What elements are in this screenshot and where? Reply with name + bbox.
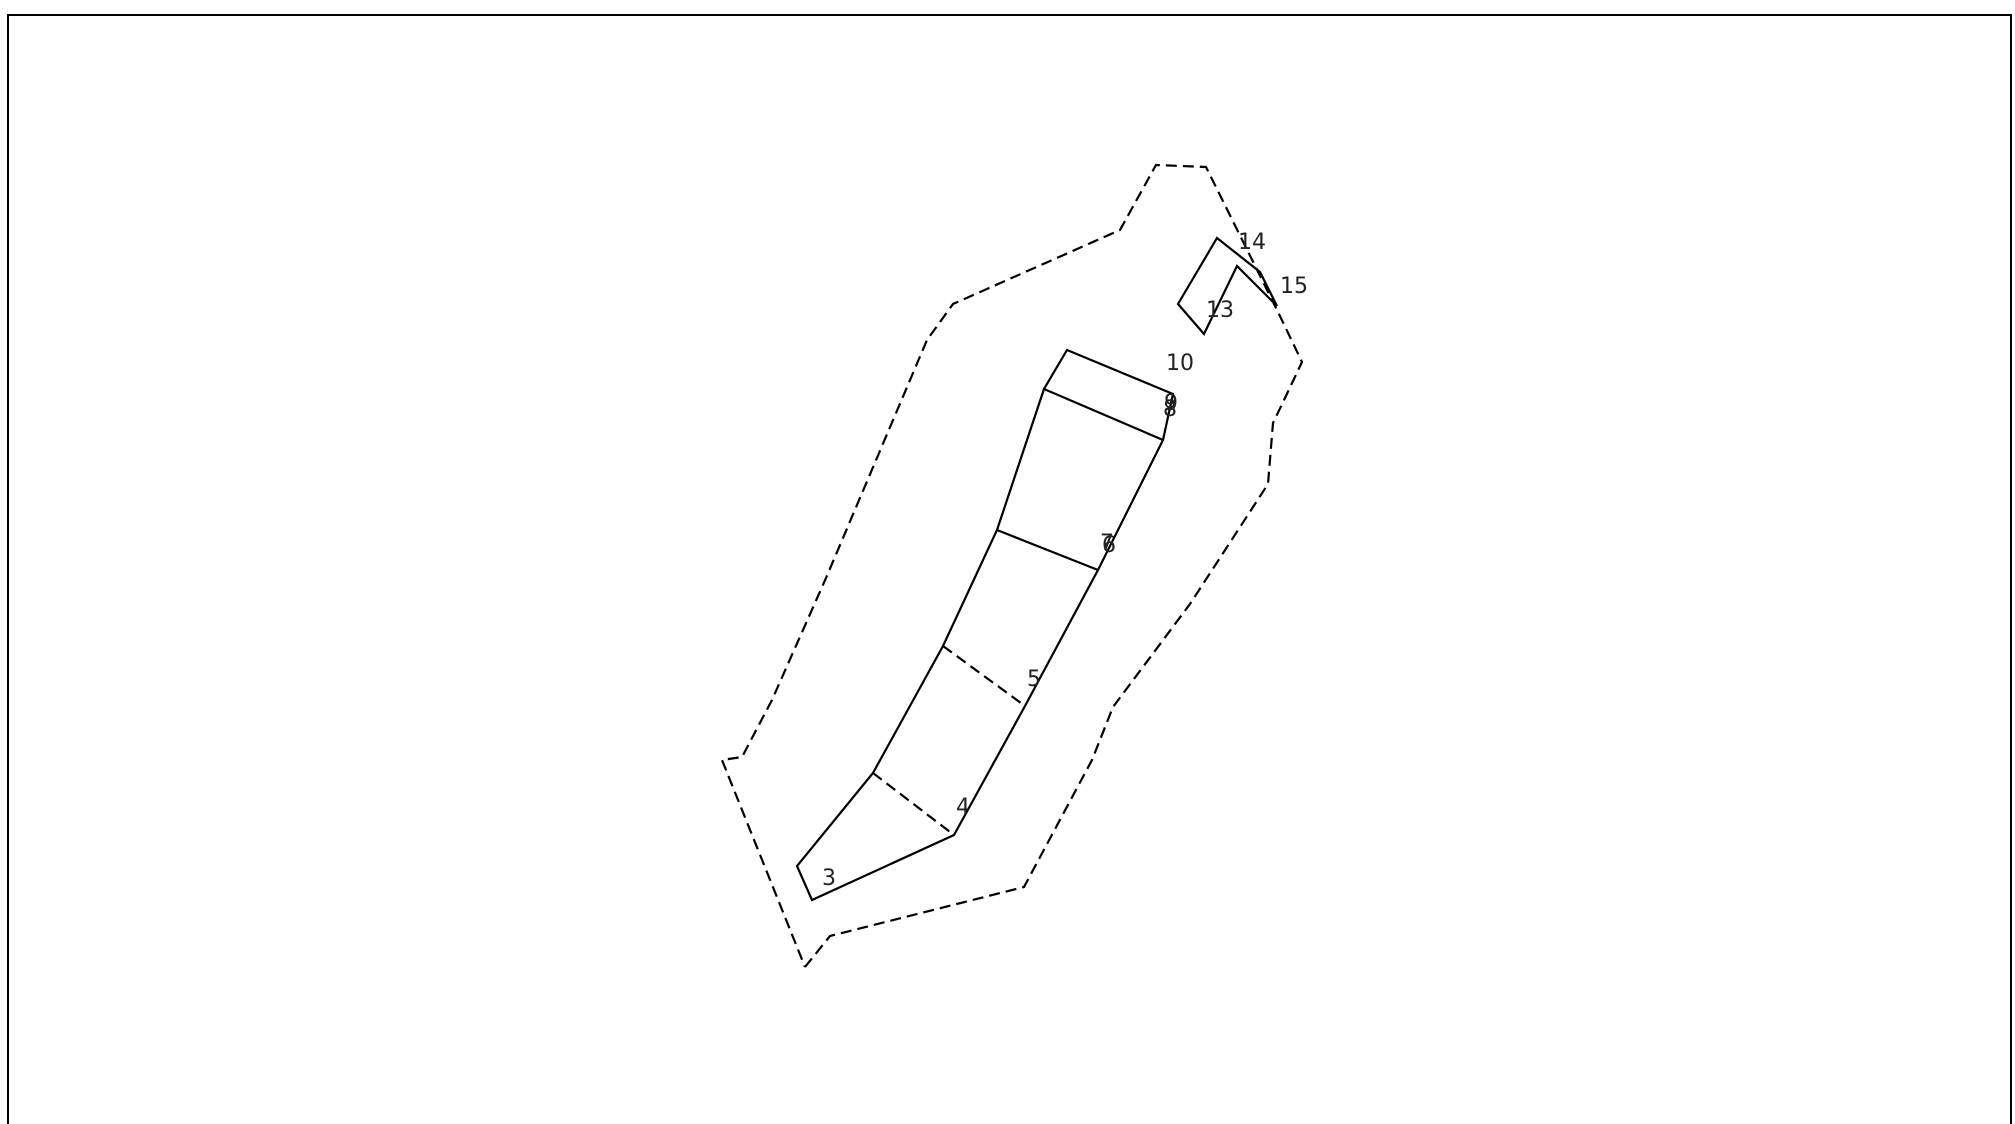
point-label-3: 3 bbox=[822, 866, 836, 891]
small-parcel bbox=[1176, 236, 1278, 336]
point-label-14: 14 bbox=[1238, 230, 1266, 255]
outer-boundary bbox=[720, 163, 1304, 968]
point-label-9: 9 bbox=[1164, 391, 1178, 416]
division-line-dashed-lower bbox=[872, 772, 955, 836]
division-line-top bbox=[1043, 387, 1164, 442]
drawing-frame bbox=[7, 14, 2012, 1124]
point-label-13: 13 bbox=[1206, 298, 1234, 323]
division-line-middle bbox=[996, 528, 1099, 572]
point-label-15: 15 bbox=[1280, 274, 1308, 299]
point-label-6: 6 bbox=[1102, 533, 1116, 558]
point-label-10: 10 bbox=[1166, 351, 1194, 376]
point-label-7: 7 bbox=[1100, 531, 1114, 556]
point-label-4: 4 bbox=[956, 795, 970, 820]
point-label-5: 5 bbox=[1027, 667, 1041, 692]
main-parcel bbox=[795, 348, 1175, 902]
point-label-8: 8 bbox=[1163, 397, 1177, 422]
division-line-dashed-upper bbox=[942, 645, 1026, 707]
